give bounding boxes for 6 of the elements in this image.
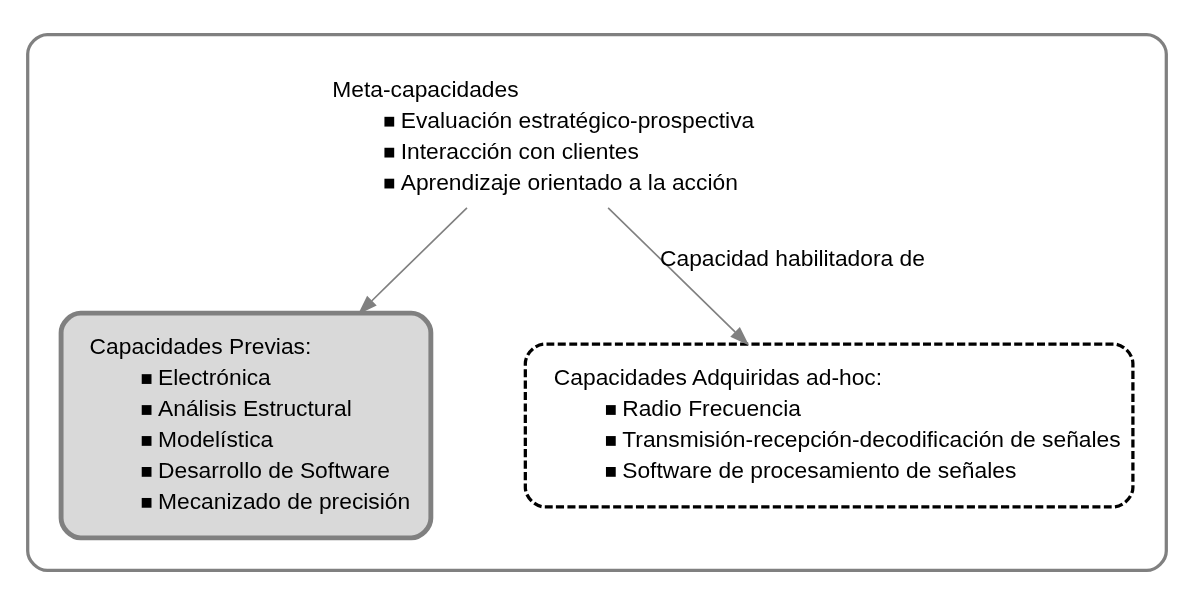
- node-box: Capacidades Previas: Electrónica Análisis Estructural Modelística Desarrollo de Software Mecanizado de precisión: [58, 310, 434, 541]
- node-box: Capacidades Adquiridas ad-hoc: Radio Frecuencia Transmisión-recepción-decodificación de señales Software de procesamiento de señales: [523, 342, 1135, 509]
- cluster: [26, 32, 1168, 573]
- node-text: Meta-capacidades Evaluación estratégico-prospectiva Interacción con clientes Aprendizaje orientado a la acción: [332, 75, 755, 195]
- arrow: [607, 207, 750, 346]
- edge-label: Capacidad habilitadora de: [660, 245, 925, 272]
